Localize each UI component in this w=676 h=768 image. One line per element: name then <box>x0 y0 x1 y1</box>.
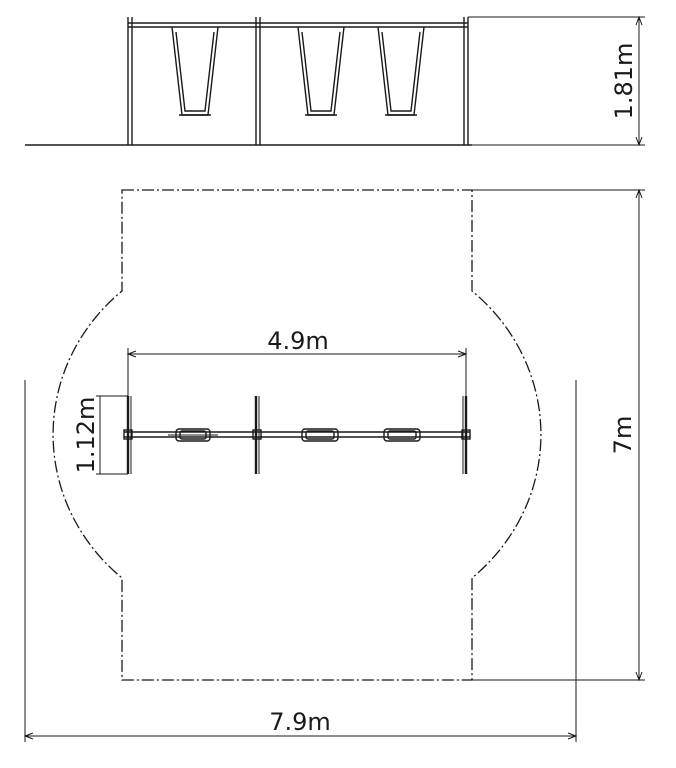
frame-length-label: 4.9m <box>267 327 329 355</box>
frame-depth-dimension: 1.12m <box>72 395 128 475</box>
frame-length-dimension: 4.9m <box>126 327 468 430</box>
elevation-view: 1.81m <box>25 15 645 147</box>
overall-width-label: 7.9m <box>269 708 331 736</box>
plan-view: 7m 7.9m 4.9m 1.12m <box>23 188 645 742</box>
height-dimension: 1.81m <box>468 15 645 147</box>
plan-swing-frame <box>123 396 471 474</box>
frame-depth-label: 1.12m <box>72 397 100 474</box>
safety-zone-outline <box>52 189 542 681</box>
overall-width-dimension: 7.9m <box>23 380 578 742</box>
plan-swing-seats <box>168 428 421 442</box>
overall-length-dimension: 7m <box>472 188 645 682</box>
overall-length-label: 7m <box>609 416 637 455</box>
elevation-swing-seats <box>171 26 425 116</box>
height-label: 1.81m <box>610 43 638 120</box>
elevation-posts <box>127 17 469 145</box>
